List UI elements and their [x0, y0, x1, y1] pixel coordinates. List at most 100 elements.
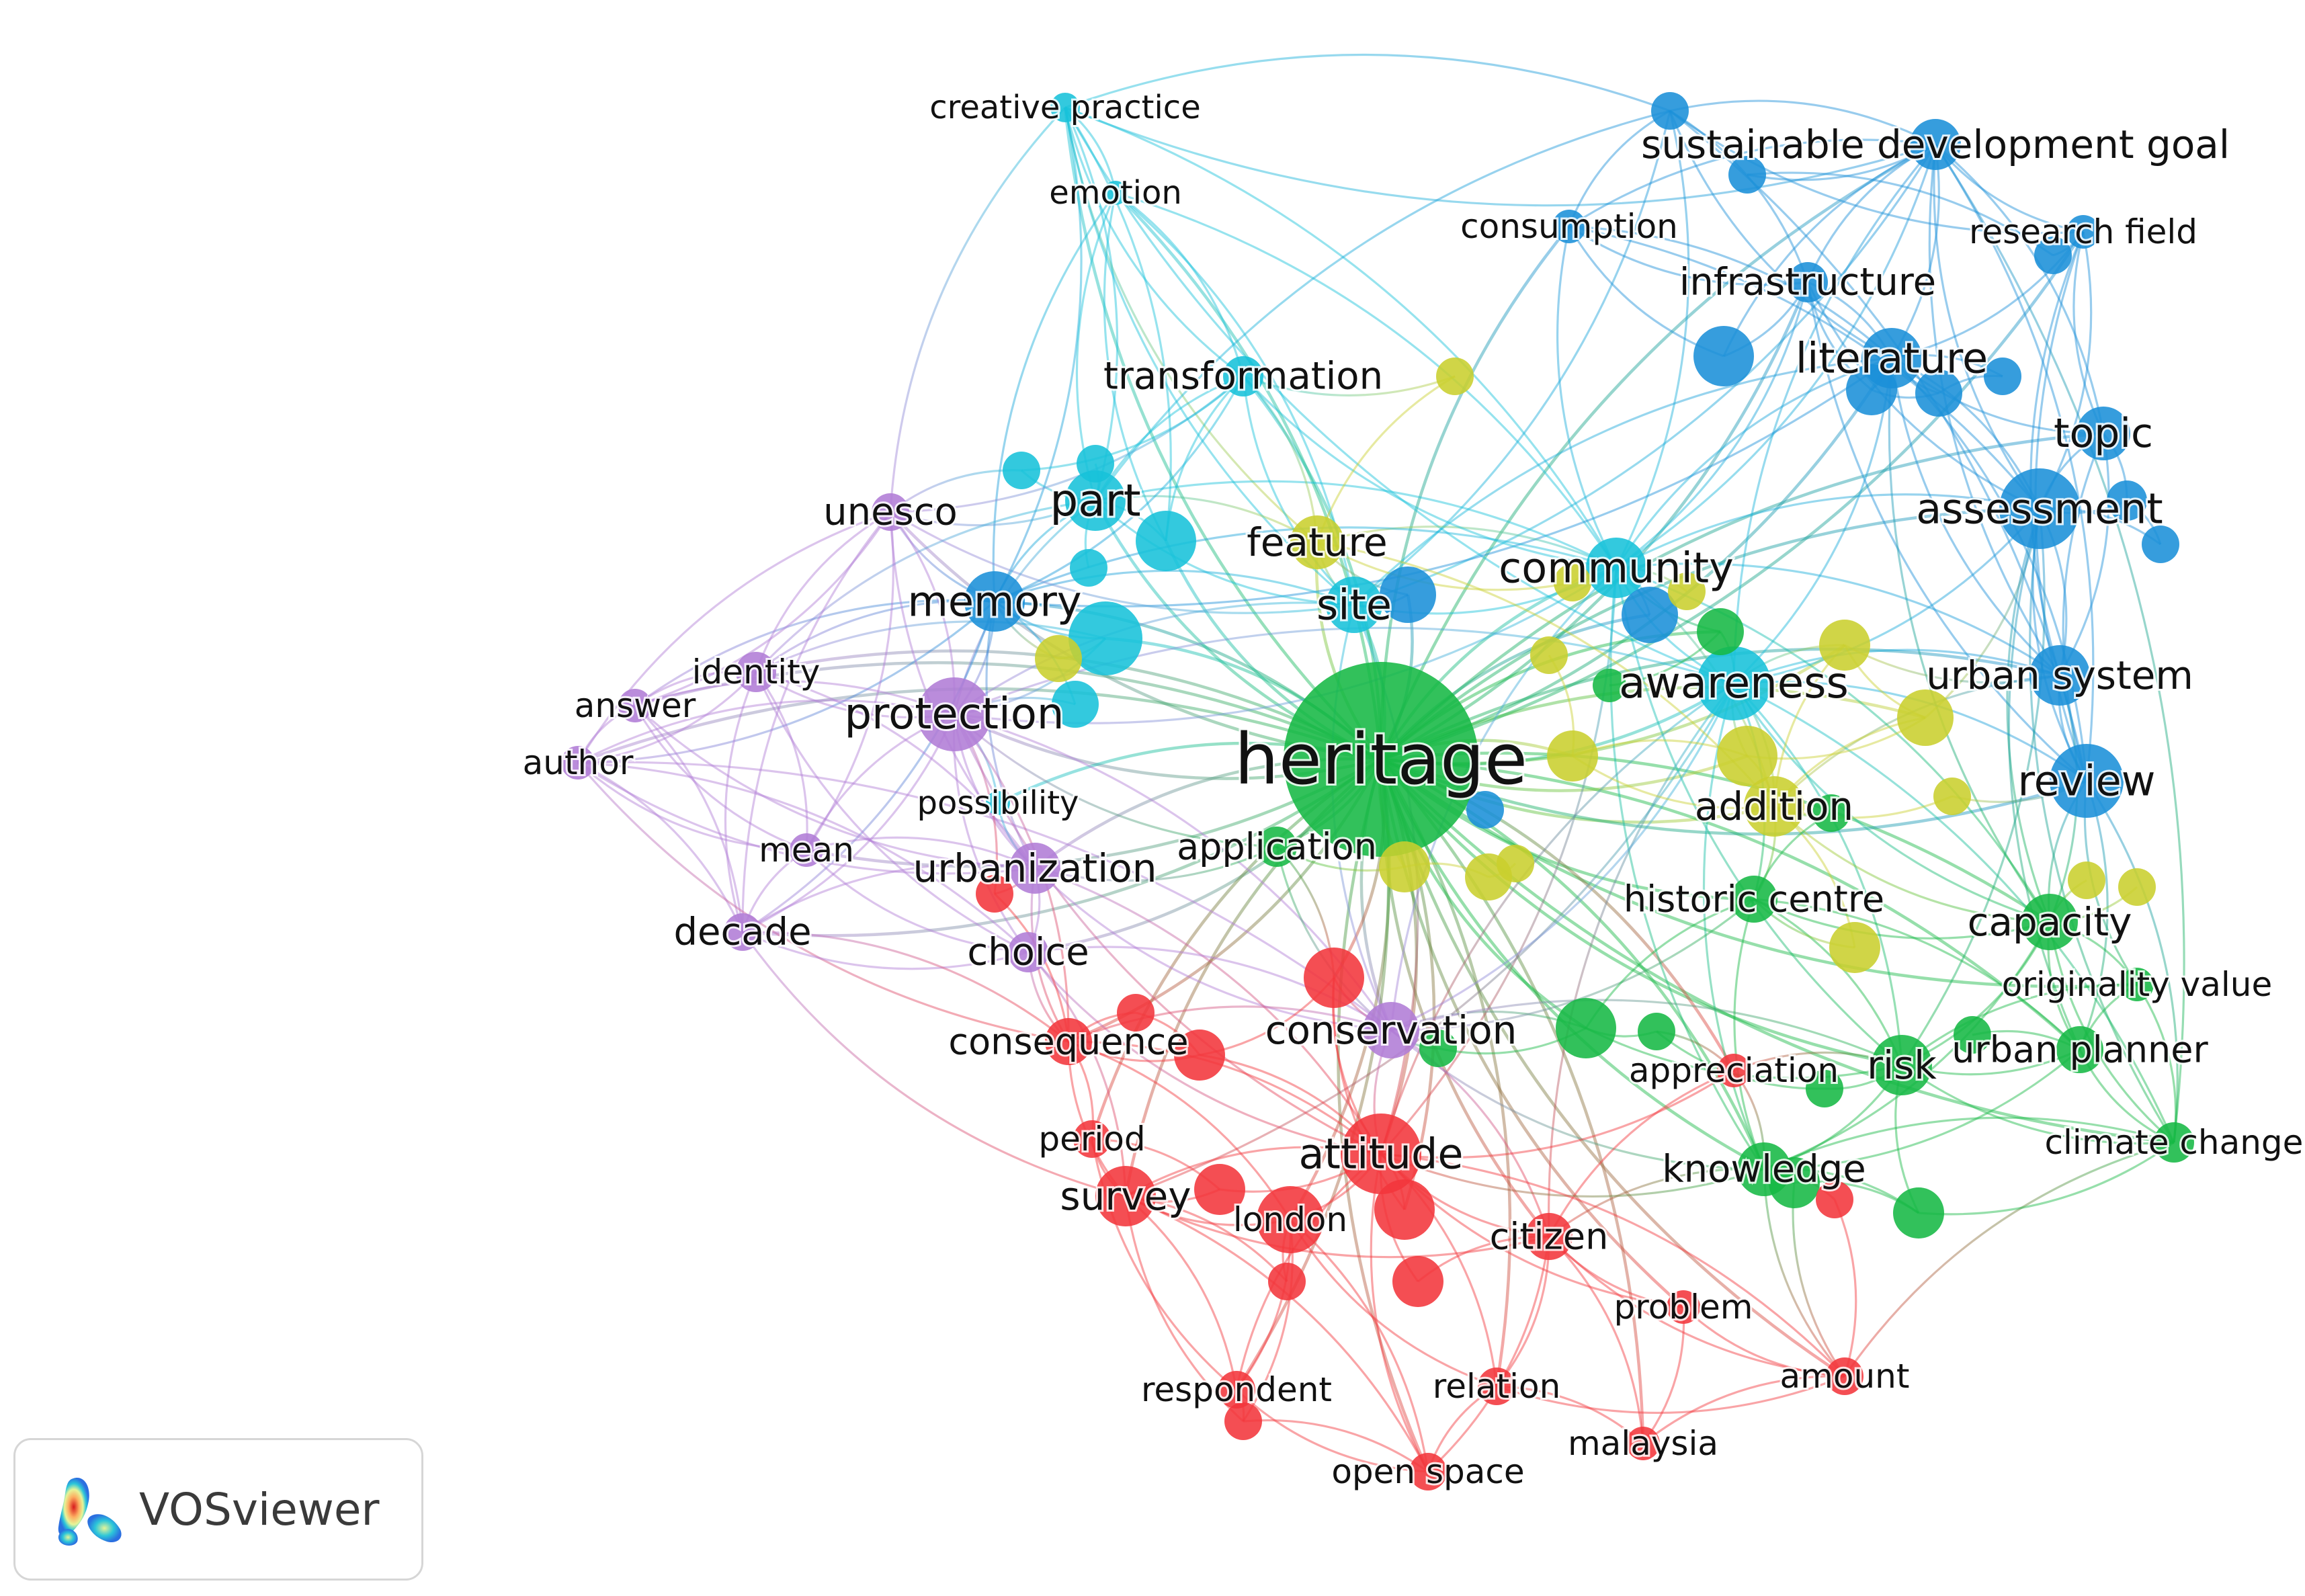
node-n-g8[interactable] [1954, 1016, 1991, 1054]
node-n-g1[interactable] [1697, 608, 1744, 655]
node-period[interactable] [1073, 1120, 1111, 1158]
label-addition[interactable]: addition [1695, 784, 1853, 829]
label-mean[interactable]: mean [759, 831, 854, 870]
node-n-r9[interactable] [1816, 1181, 1853, 1218]
node-survey[interactable] [1095, 1166, 1156, 1226]
label-period[interactable]: period [1038, 1120, 1145, 1159]
label-research-field[interactable]: research field [1969, 212, 2197, 251]
label-capacity[interactable]: capacity [1968, 899, 2132, 945]
node-n-y1[interactable] [1436, 358, 1474, 395]
node-n-y6[interactable] [1819, 620, 1870, 671]
label-conservation[interactable]: conservation [1265, 1007, 1517, 1053]
node-n-b10[interactable] [1380, 566, 1436, 623]
node-n-b1[interactable] [1651, 92, 1689, 130]
node-heritage[interactable] [1284, 662, 1478, 857]
label-london[interactable]: london [1233, 1200, 1347, 1239]
node-site[interactable] [1326, 577, 1382, 633]
node-n-b5[interactable] [1915, 370, 1962, 417]
node-historic-centre[interactable] [1730, 876, 1777, 923]
node-emotion[interactable] [1103, 181, 1128, 205]
label-protection[interactable]: protection [845, 689, 1064, 739]
node-decade[interactable] [724, 913, 761, 951]
node-n-r8[interactable] [1268, 1263, 1306, 1300]
node-application[interactable] [1257, 827, 1297, 867]
node-n-y5[interactable] [1668, 573, 1706, 610]
node-community[interactable] [1586, 538, 1646, 598]
node-n-r1[interactable] [1304, 948, 1364, 1008]
label-topic[interactable]: topic [2054, 410, 2153, 457]
node-citizen[interactable] [1525, 1213, 1573, 1260]
node-consequence[interactable] [1045, 1018, 1092, 1065]
node-relation[interactable] [1478, 1368, 1515, 1405]
node-urban-planner[interactable] [2056, 1026, 2103, 1073]
node-protection[interactable] [917, 677, 991, 751]
node-n-r7[interactable] [1392, 1256, 1443, 1307]
node-climate-change[interactable] [2154, 1122, 2194, 1163]
label-site[interactable]: site [1316, 581, 1392, 630]
label-climate-change[interactable]: climate change [2045, 1123, 2304, 1162]
node-mean[interactable] [790, 833, 823, 867]
label-review[interactable]: review [2017, 757, 2155, 806]
node-possibility[interactable] [986, 791, 1010, 815]
node-n-c2[interactable] [1077, 445, 1114, 482]
node-appreciation[interactable] [1717, 1054, 1751, 1087]
label-consequence[interactable]: consequence [948, 1021, 1188, 1063]
node-n-g4[interactable] [1556, 998, 1616, 1058]
node-n-y8[interactable] [1717, 726, 1777, 786]
label-amount[interactable]: amount [1780, 1357, 1910, 1396]
label-possibility[interactable]: possibility [917, 784, 1079, 822]
node-n-y13[interactable] [1497, 845, 1534, 882]
node-n-r4[interactable] [976, 875, 1013, 913]
node-n-y2[interactable] [1035, 635, 1082, 682]
node-choice[interactable] [1008, 932, 1048, 972]
node-n-g10[interactable] [1893, 1187, 1944, 1238]
label-infrastructure[interactable]: infrastructure [1679, 261, 1936, 304]
node-n-y16[interactable] [2118, 868, 2156, 906]
label-urban-planner[interactable]: urban planner [1952, 1029, 2208, 1071]
node-n-b4[interactable] [1846, 364, 1897, 415]
label-memory[interactable]: memory [907, 577, 1081, 626]
node-answer[interactable] [618, 689, 652, 722]
node-n-y15[interactable] [2068, 862, 2105, 899]
node-n-y10[interactable] [1933, 778, 1971, 815]
label-community[interactable]: community [1499, 544, 1734, 593]
label-citizen[interactable]: citizen [1490, 1216, 1609, 1258]
node-feature[interactable] [1290, 515, 1344, 569]
node-n-y3[interactable] [1554, 564, 1591, 601]
node-n-r2[interactable] [1117, 994, 1155, 1032]
label-assessment[interactable]: assessment [1916, 485, 2163, 534]
node-n-g3[interactable] [1812, 794, 1850, 832]
node-creative-practice[interactable] [1050, 93, 1080, 122]
node-n-c3[interactable] [1136, 511, 1196, 571]
node-addition[interactable] [1744, 776, 1804, 837]
node-conservation[interactable] [1363, 1002, 1419, 1058]
node-n-b3[interactable] [1693, 326, 1754, 386]
node-n-b11[interactable] [1622, 587, 1678, 643]
label-originality-value[interactable]: originality value [2002, 965, 2272, 1004]
label-knowledge[interactable]: knowledge [1662, 1148, 1866, 1191]
node-n-b12[interactable] [1466, 791, 1504, 829]
node-n-g5[interactable] [1638, 1013, 1675, 1050]
node-n-r10[interactable] [1224, 1402, 1262, 1440]
label-heritage[interactable]: heritage [1234, 718, 1527, 800]
node-n-c1[interactable] [1003, 452, 1040, 489]
label-awareness[interactable]: awareness [1619, 659, 1849, 708]
node-research-field[interactable] [2066, 215, 2100, 249]
node-n-y7[interactable] [1547, 730, 1598, 782]
node-topic[interactable] [2077, 407, 2130, 460]
node-consumption[interactable] [1552, 210, 1586, 243]
node-identity[interactable] [736, 652, 776, 692]
label-malaysia[interactable]: malaysia [1568, 1424, 1718, 1463]
node-assessment[interactable] [1999, 468, 2080, 549]
label-consumption[interactable]: consumption [1460, 207, 1678, 246]
label-feature[interactable]: feature [1247, 519, 1387, 565]
node-malaysia[interactable] [1626, 1427, 1660, 1460]
node-n-c5[interactable] [1068, 601, 1142, 675]
label-open-space[interactable]: open space [1331, 1452, 1524, 1491]
label-urbanization[interactable]: urbanization [913, 845, 1157, 891]
label-unesco[interactable]: unesco [823, 491, 958, 534]
node-n-y9[interactable] [1897, 689, 1954, 746]
node-originality-value[interactable] [2120, 968, 2154, 1001]
node-capacity[interactable] [2021, 894, 2078, 950]
label-problem[interactable]: problem [1614, 1288, 1753, 1327]
